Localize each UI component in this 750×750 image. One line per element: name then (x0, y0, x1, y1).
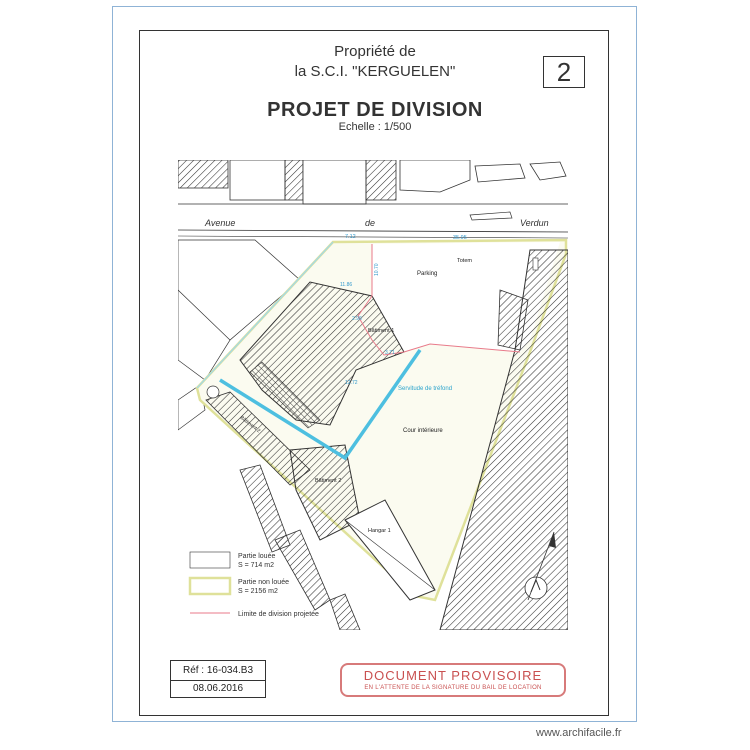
sheet-number: 2 (543, 56, 585, 88)
dimension-7-12: 7.12 (345, 234, 356, 240)
totem-post (532, 257, 539, 271)
provisional-stamp: DOCUMENT PROVISOIRE EN L'ATTENTE DE LA S… (340, 663, 566, 697)
owner-line-2: la S.C.I. "KERGUELEN" (294, 63, 456, 80)
division-limit (357, 244, 521, 356)
dimension-2-96: 2.96 (352, 316, 362, 322)
servitude-line (219, 349, 422, 461)
legend-swatch-louee (189, 551, 231, 569)
label-hangar-1: Hangar 1 (368, 528, 391, 534)
traffic-island (469, 211, 513, 221)
stamp-sub-text: EN L'ATTENTE DE LA SIGNATURE DU BAIL DE … (364, 685, 542, 691)
reference-number: Réf : 16-034.B3 (171, 661, 265, 681)
legend-label-louee: Partie louée (238, 553, 275, 560)
scale-label: Echelle : 1/500 (338, 121, 412, 133)
legend-area-non-louee: S = 2156 m2 (238, 588, 278, 595)
dimension-11-86: 11.86 (340, 282, 352, 288)
reference-box: Réf : 16-034.B3 08.06.2016 (170, 660, 266, 698)
watermark: www.archifacile.fr (536, 727, 622, 739)
project-title: PROJET DE DIVISION (267, 99, 483, 121)
hangar-ridge (344, 519, 436, 591)
reference-date: 08.06.2016 (192, 683, 244, 694)
label-parking: Parking (417, 271, 437, 277)
drawing-frame (139, 30, 609, 716)
batiment-1-annex (249, 361, 321, 429)
street-line-centre (178, 229, 568, 233)
east-annex (497, 289, 529, 351)
neighbouring-buildings-north (178, 160, 567, 205)
lot-south-2 (274, 529, 331, 611)
owner-line-1: Propriété de (334, 43, 416, 60)
street-word-1: Avenue (204, 218, 235, 228)
label-servitude: Servitude de tréfond (398, 386, 452, 392)
sheet-border (112, 6, 637, 722)
plot-boundary-west (196, 241, 334, 389)
dimension-3-71: 3.71 (385, 350, 395, 356)
lot-south-3 (329, 593, 361, 630)
tree-symbol (206, 385, 220, 399)
dimension-12-72: 12.72 (345, 380, 358, 386)
legend-label-non-louee: Partie non louée (238, 579, 289, 586)
street-word-3: Verdun (520, 218, 549, 228)
batiment-2 (289, 444, 361, 541)
street-line-south (178, 235, 568, 239)
legend-swatch-non-louee (188, 576, 232, 596)
legend-label-limite: Limite de division projetée (238, 611, 319, 618)
north-arrow-icon (524, 531, 556, 601)
legend-area-louee: S = 714 m2 (238, 562, 274, 569)
label-totem: Totem (457, 258, 472, 264)
street-word-2: de (365, 218, 375, 228)
label-batiment-2: Bâtiment 2 (315, 478, 341, 484)
stamp-main-text: DOCUMENT PROVISOIRE (363, 668, 543, 683)
dimension-35-95: 35.95 (453, 235, 467, 241)
label-cour: Cour intérieure (403, 428, 443, 434)
dimension-10-70: 10.70 (374, 263, 380, 276)
label-batiment-1: Bâtiment 1 (368, 328, 394, 334)
